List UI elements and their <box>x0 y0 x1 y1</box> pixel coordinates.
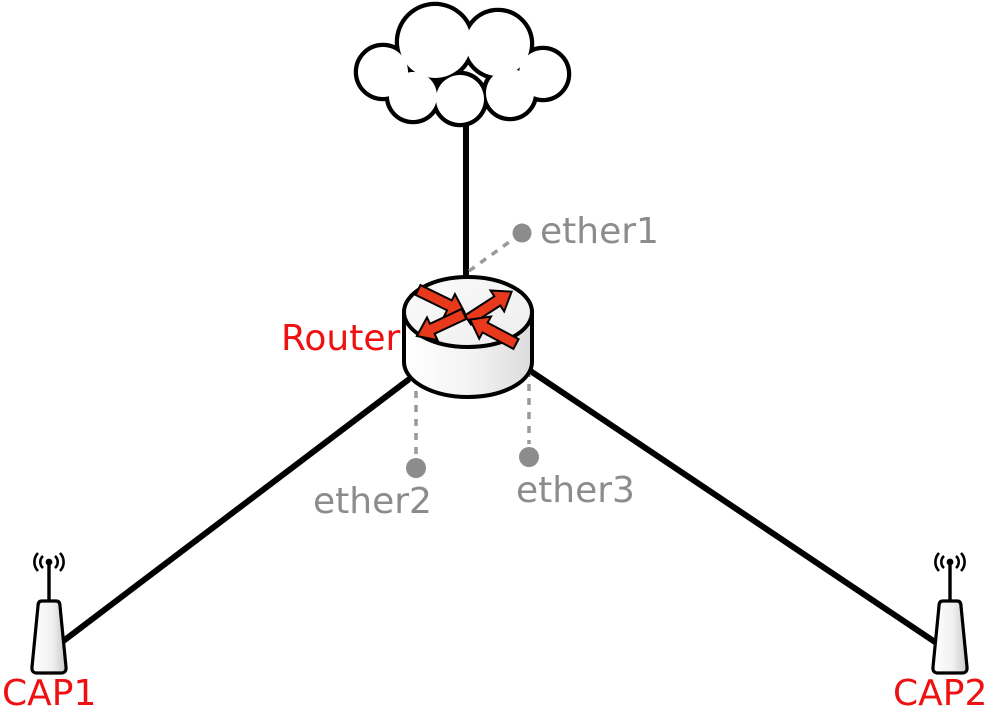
ether1-leader-line <box>467 238 514 273</box>
cap1-icon <box>30 552 68 675</box>
ether1-port-dot <box>512 223 532 243</box>
port-label-ether1: ether1 <box>540 211 659 252</box>
cloud-icon <box>353 1 572 128</box>
cap1-body <box>30 599 68 675</box>
cap2-wifi-waves-icon <box>934 552 966 572</box>
port-callouts <box>406 223 539 478</box>
link-router-cap1 <box>59 377 411 645</box>
node-label-cap1: CAP1 <box>2 673 97 713</box>
cap1-wifi-waves-icon <box>33 552 65 572</box>
cap2-body <box>931 599 969 675</box>
port-label-ether3: ether3 <box>516 470 635 511</box>
link-lines <box>59 105 941 647</box>
port-label-ether2: ether2 <box>313 481 432 522</box>
node-label-router: Router <box>281 318 401 359</box>
cap2-icon <box>931 552 969 675</box>
router-icon <box>402 275 534 399</box>
link-router-cap2 <box>520 363 941 647</box>
ether3-port-dot <box>519 447 539 467</box>
ether2-port-dot <box>406 458 426 478</box>
node-label-cap2: CAP2 <box>893 673 988 713</box>
